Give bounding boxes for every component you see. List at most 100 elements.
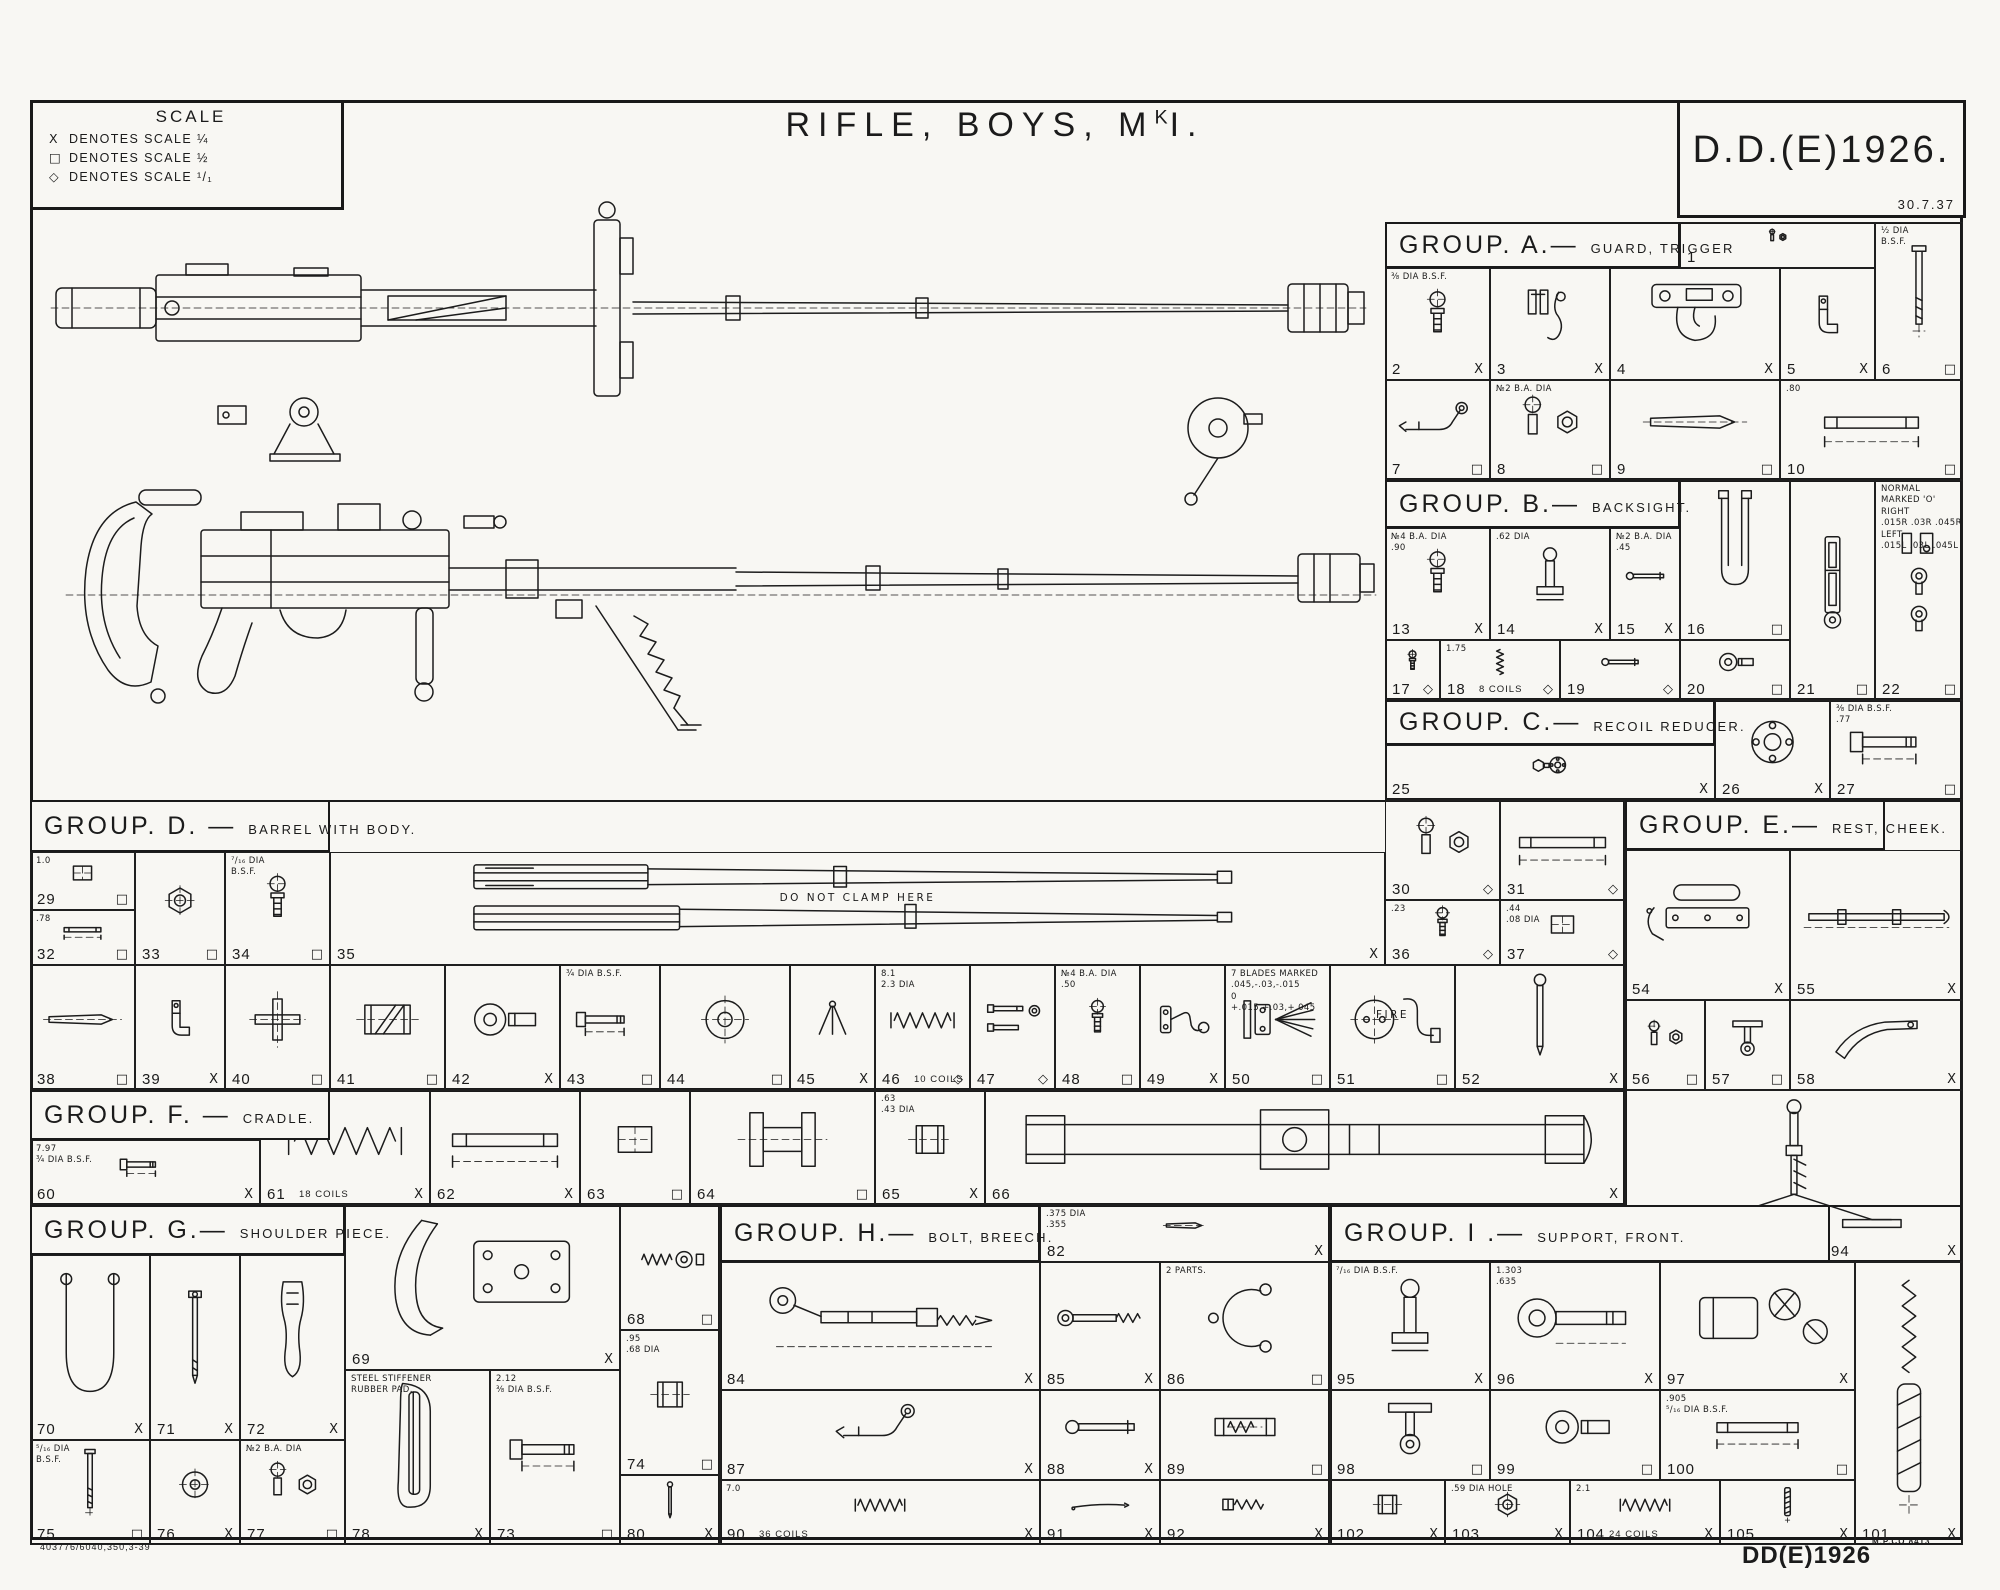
part-number: 85 [1047, 1371, 1066, 1388]
part-sketch-screwV-icon [1391, 905, 1494, 944]
scale-symbol: X [1024, 1372, 1033, 1387]
part-sketch-rod-icon [1786, 385, 1957, 459]
part-sketch-eye-icon [1496, 1267, 1654, 1369]
part-sketch-fireDisc-icon [1336, 970, 1449, 1069]
group-letter: GROUP. A.— [1399, 230, 1579, 259]
part-sketch-screwNut-icon [1686, 227, 1869, 247]
part-number: 19 [1567, 681, 1586, 698]
part-number: 46 [882, 1071, 901, 1088]
part-number: 92 [1167, 1526, 1186, 1543]
part-number: 36 [1392, 946, 1411, 963]
drawing-date: 30.7.37 [1897, 197, 1955, 212]
group-letter: GROUP. I .— [1344, 1219, 1526, 1247]
part-sketch-rod-icon [36, 915, 129, 944]
part-sketch-guardPlate-icon [1616, 273, 1774, 359]
part-sketch-prong-icon [796, 970, 869, 1069]
part-number: 71 [157, 1421, 176, 1438]
group-subtitle: REST, CHEEK. [1831, 821, 1948, 836]
part-sketch-tScrew-icon [1711, 1005, 1784, 1069]
part-number: 48 [1062, 1071, 1081, 1088]
scale-symbol: X [1947, 982, 1956, 997]
scale-symbol: □ [1770, 622, 1783, 637]
part-notes: ⁷/₁₆ DIA B.S.F. [1336, 1266, 1398, 1277]
dimension-note: +.015,+.03,+.045 [1231, 1003, 1316, 1014]
dimension-note: 7.0 [726, 1484, 741, 1494]
part-sketch-springH-icon [726, 1485, 1034, 1524]
part-number: 98 [1337, 1461, 1356, 1478]
part-notes: .63.43 DIA [881, 1094, 915, 1117]
scale-symbol: □ [1310, 1072, 1323, 1087]
part-sketch-block-icon [36, 857, 129, 889]
part-number: 29 [37, 891, 56, 908]
scale-symbol: □ [325, 1527, 338, 1542]
scale-symbol: X [544, 1072, 553, 1087]
footer-reference: 403776/6040,350,3-39 [40, 1542, 151, 1552]
scale-symbol: X [1947, 1072, 1956, 1087]
part-number: 63 [587, 1186, 606, 1203]
group-letter: GROUP. E.— [1639, 810, 1820, 839]
scale-symbol: □ [310, 947, 323, 962]
part-sketch-boltH-icon [1836, 705, 1957, 779]
dimension-note: №4 B.A. DIA [1391, 532, 1447, 542]
scale-symbol: ◇ [1608, 947, 1618, 962]
part-sketch-plugSpring-icon [1166, 1485, 1324, 1524]
dimension-note: DO NOT CLAMP HERE [779, 891, 936, 904]
dimension-note: .45 [1616, 543, 1631, 554]
part-number: 100 [1667, 1461, 1696, 1478]
scale-symbol: □ [1855, 682, 1868, 697]
group-E-header: GROUP. E.— REST, CHEEK. [1625, 800, 1945, 850]
part-sketch-screwNut-icon [1496, 385, 1604, 459]
part-cell-68: 68□ [620, 1205, 720, 1330]
part-sketch-boltH-icon [36, 1145, 254, 1184]
part-sketch-block-icon [586, 1095, 684, 1184]
part-number: 40 [232, 1071, 251, 1088]
part-sketch-sleeve-icon [1166, 1395, 1324, 1459]
dimension-note: .63 [881, 1094, 896, 1104]
dimension-note: .68 DIA [626, 1345, 660, 1356]
dimension-note: .90 [1391, 543, 1406, 554]
part-sketch-crank-icon [1146, 970, 1219, 1069]
part-sketch-nutFlange-icon [1391, 750, 1709, 779]
part-number: 75 [37, 1526, 56, 1543]
scale-symbol: □ [1120, 1072, 1133, 1087]
part-number: 86 [1167, 1371, 1186, 1388]
part-sketch-boltPair-icon [976, 970, 1049, 1069]
part-number: 97 [1667, 1371, 1686, 1388]
part-sketch-bush-icon [881, 1095, 979, 1184]
part-cell-43: ¾ DIA B.S.F.43□ [560, 965, 660, 1090]
part-sketch-barrelAsm-icon [336, 857, 1379, 944]
part-number: 66 [992, 1186, 1011, 1203]
dimension-note: .375 DIA [1046, 1209, 1086, 1219]
part-number: 21 [1797, 681, 1816, 698]
dimension-note: STEEL STIFFENER [351, 1374, 432, 1384]
part-number: 90 [727, 1526, 746, 1543]
scale-quarter-symbol: X [49, 131, 59, 146]
dimension-note: №2 B.A. DIA [1616, 532, 1672, 542]
part-number: 33 [142, 946, 161, 963]
part-notes: .23 [1391, 904, 1406, 915]
scale-heading: SCALE [155, 107, 227, 126]
part-number: 13 [1392, 621, 1411, 638]
part-sketch-knobs-icon [1666, 1267, 1849, 1369]
scale-symbol: X [1144, 1462, 1153, 1477]
dimension-note: ⁷/₁₆ DIA [231, 856, 265, 866]
dimension-note: .44 [1506, 904, 1521, 914]
group-subtitle: BACKSIGHT. [1591, 500, 1692, 515]
part-number: 26 [1722, 781, 1741, 798]
part-number: 80 [627, 1526, 646, 1543]
scale-symbol: □ [205, 947, 218, 962]
